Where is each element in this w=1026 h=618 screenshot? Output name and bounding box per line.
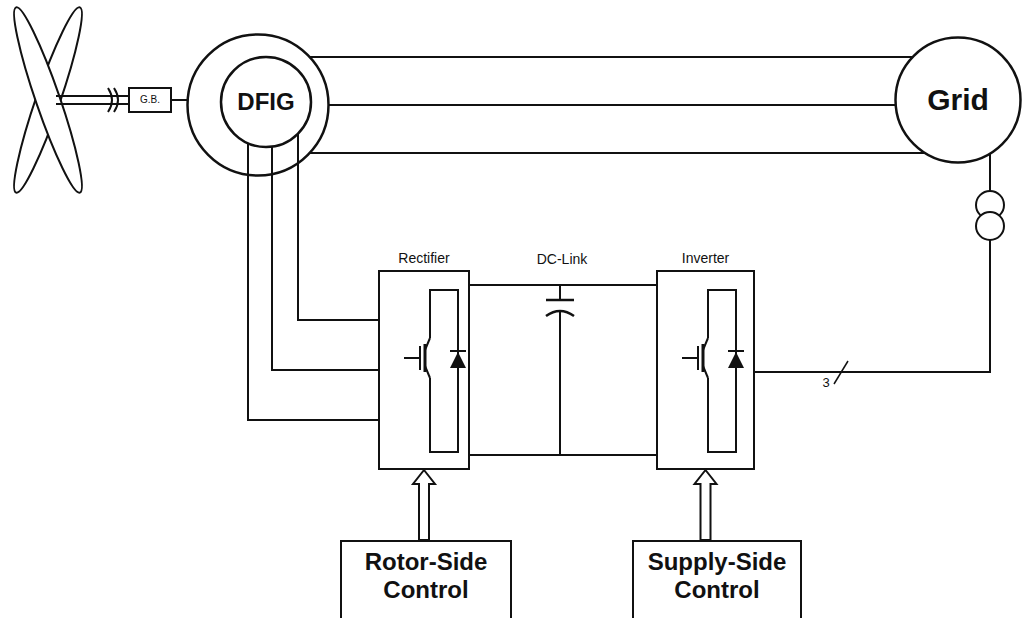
transformer-symbol [976,191,1004,240]
wire [248,143,378,420]
node-text: Rotor-Side Control [348,548,504,603]
wire [298,134,378,320]
bundle-slash [834,361,848,384]
wire [272,147,378,370]
igbt-diode-symbol [682,290,744,452]
node-text: Supply-Side Control [640,548,794,603]
phase-count: 3 [822,375,829,390]
control-arrow [695,470,717,540]
control-box: Supply-Side Control [632,540,802,618]
wire [470,454,656,456]
generator-circle: DFIG [186,33,330,177]
gearbox-box: G.B. [128,87,172,113]
wire [755,154,990,372]
wind-turbine-rotor [5,3,92,196]
dc-link-label: DC-Link [537,251,588,267]
wire [172,99,188,101]
wire [470,284,656,286]
wire [310,56,913,58]
wire [329,104,896,106]
node-text: Grid [927,83,989,118]
control-arrow [413,470,435,540]
wire [310,152,925,154]
converter-box: Rectifier [378,270,470,470]
node-text: Rectifier [360,250,488,266]
node-text: G.B. [140,94,160,106]
converter-box: Inverter [656,270,755,470]
igbt-diode-symbol [404,290,466,452]
turbine-shaft [56,88,128,112]
capacitor-symbol [546,285,574,455]
node-text: DFIG [237,88,294,116]
node-text: Inverter [638,250,773,266]
control-box: Rotor-Side Control [340,540,512,618]
grid-circle: Grid [894,36,1022,164]
